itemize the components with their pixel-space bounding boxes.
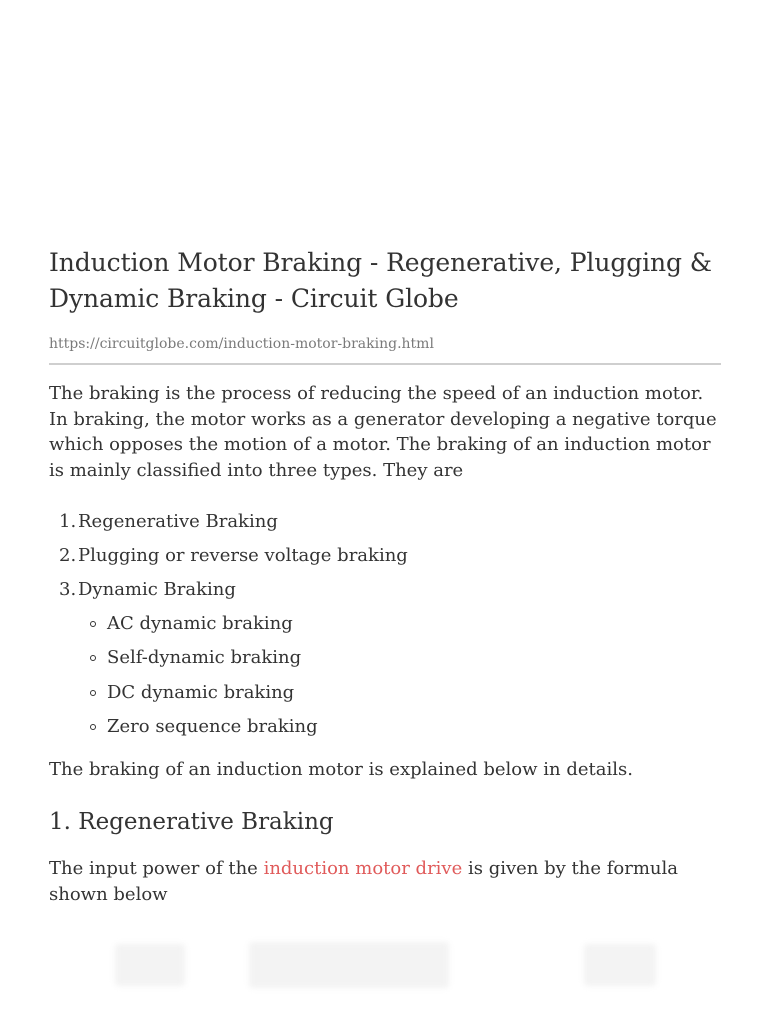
formula-image xyxy=(49,938,721,998)
list-number: 2. xyxy=(59,545,77,566)
divider xyxy=(49,363,721,365)
circle-bullet-icon xyxy=(90,621,96,627)
list-item: DC dynamic braking xyxy=(49,680,318,714)
input-power-paragraph: The input power of the induction motor d… xyxy=(49,856,721,907)
intro-paragraph: The braking is the process of reducing t… xyxy=(49,383,717,481)
circle-bullet-icon xyxy=(90,723,96,730)
list-item: 3. Dynamic Braking xyxy=(49,577,408,611)
dynamic-braking-sublist: AC dynamic braking Self-dynamic braking … xyxy=(49,611,318,748)
list-item: 1. Regenerative Braking xyxy=(49,509,408,543)
source-url[interactable]: https://circuitglobe.com/induction-motor… xyxy=(49,336,434,352)
circle-bullet-icon xyxy=(90,655,96,662)
paragraph-text: is given by the formula shown below xyxy=(49,858,678,905)
list-number: 3. xyxy=(59,579,77,600)
page-title: Induction Motor Braking - Regenerative, … xyxy=(49,248,712,313)
list-item-label: DC dynamic braking xyxy=(107,681,295,703)
list-item: 2. Plugging or reverse voltage braking xyxy=(49,543,408,577)
list-item: Self-dynamic braking xyxy=(49,645,318,679)
list-item: Zero sequence braking xyxy=(49,714,318,748)
explain-paragraph: The braking of an induction motor is exp… xyxy=(49,759,633,780)
list-item: AC dynamic braking xyxy=(49,611,318,645)
paragraph-text: The input power of the xyxy=(49,858,264,879)
braking-types-list: 1. Regenerative Braking 2. Plugging or r… xyxy=(49,509,408,611)
list-number: 1. xyxy=(59,511,77,532)
circle-bullet-icon xyxy=(90,689,96,696)
section-heading: 1. Regenerative Braking xyxy=(49,809,334,835)
list-item-label: AC dynamic braking xyxy=(107,613,293,634)
list-item-label: Plugging or reverse voltage braking xyxy=(78,545,408,566)
list-item-label: Dynamic Braking xyxy=(78,579,236,600)
list-item-label: Zero sequence braking xyxy=(107,715,318,737)
list-item-label: Self-dynamic braking xyxy=(107,647,302,669)
list-item-label: Regenerative Braking xyxy=(78,511,278,532)
induction-motor-drive-link[interactable]: induction motor drive xyxy=(263,858,463,879)
